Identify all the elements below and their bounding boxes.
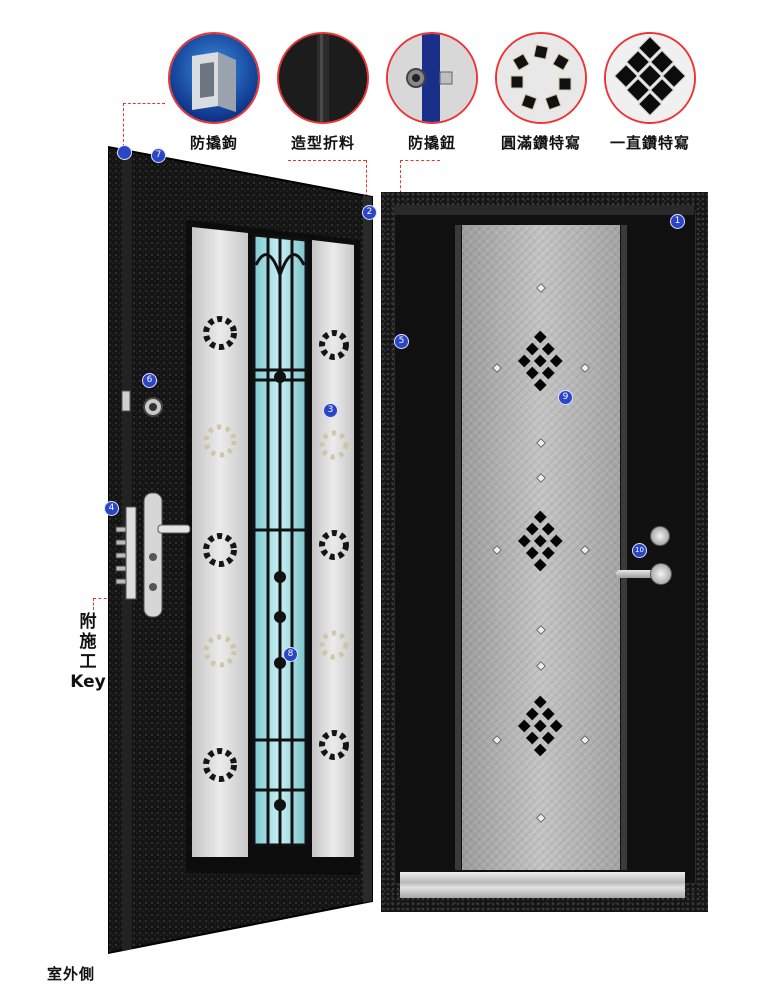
diamond-decoration (492, 283, 590, 823)
marker-7: 7 (151, 148, 166, 163)
key-note-line: Key (70, 672, 106, 692)
marker-10: 10 (632, 543, 647, 558)
leader-line (288, 160, 366, 161)
outdoor-side-label: 室外側 (47, 965, 96, 983)
panel-side-trim (621, 225, 627, 870)
marker-4: 4 (104, 501, 119, 516)
key-note-line: 施 (79, 632, 97, 652)
marker-9: 9 (558, 390, 573, 405)
leader-line (123, 103, 165, 104)
key-note-line: 附 (79, 612, 97, 632)
feature-label: 圓滿鑽特寫 (500, 134, 581, 152)
marker-anti-pry-hook (117, 145, 132, 160)
feature-straight-diamond: 一直鑽特寫 (602, 32, 698, 153)
key-note: 附 施 工 Key (64, 612, 112, 692)
round-diamond-closeup-icon (495, 32, 587, 124)
marker-1: 1 (670, 214, 685, 229)
marker-3: 3 (323, 403, 338, 418)
marker-5: 5 (394, 334, 409, 349)
handle-rose (650, 563, 672, 585)
feature-anti-pry-bolt: 防撬鈕 (384, 32, 480, 153)
leader-line (93, 598, 94, 610)
threshold (400, 872, 685, 898)
panel-side-trim (455, 225, 461, 870)
marker-6: 6 (142, 373, 157, 388)
leader-line (400, 160, 440, 161)
anti-pry-bolt-icon (386, 32, 478, 124)
feature-label: 防撬鈕 (407, 134, 456, 152)
marker-2: 2 (362, 205, 377, 220)
leader-line (123, 103, 124, 147)
feature-label: 造型折料 (290, 134, 355, 152)
feature-label: 防撬鉤 (189, 134, 238, 152)
key-note-line: 工 (79, 652, 97, 672)
straight-diamond-closeup-icon (604, 32, 696, 124)
molded-fold-icon (277, 32, 369, 124)
feature-molded-fold: 造型折料 (275, 32, 371, 153)
door-handle[interactable] (616, 570, 662, 578)
open-door-leaf (108, 145, 373, 955)
feature-round-diamond: 圓滿鑽特寫 (493, 32, 589, 153)
door-header-trim (394, 205, 694, 215)
deadbolt-lock[interactable] (650, 526, 670, 546)
feature-anti-pry-hook: 防撬鉤 (166, 32, 262, 153)
leader-line (366, 160, 367, 202)
marker-8: 8 (283, 647, 298, 662)
anti-pry-hook-icon (168, 32, 260, 124)
feature-label: 一直鑽特寫 (609, 134, 690, 152)
